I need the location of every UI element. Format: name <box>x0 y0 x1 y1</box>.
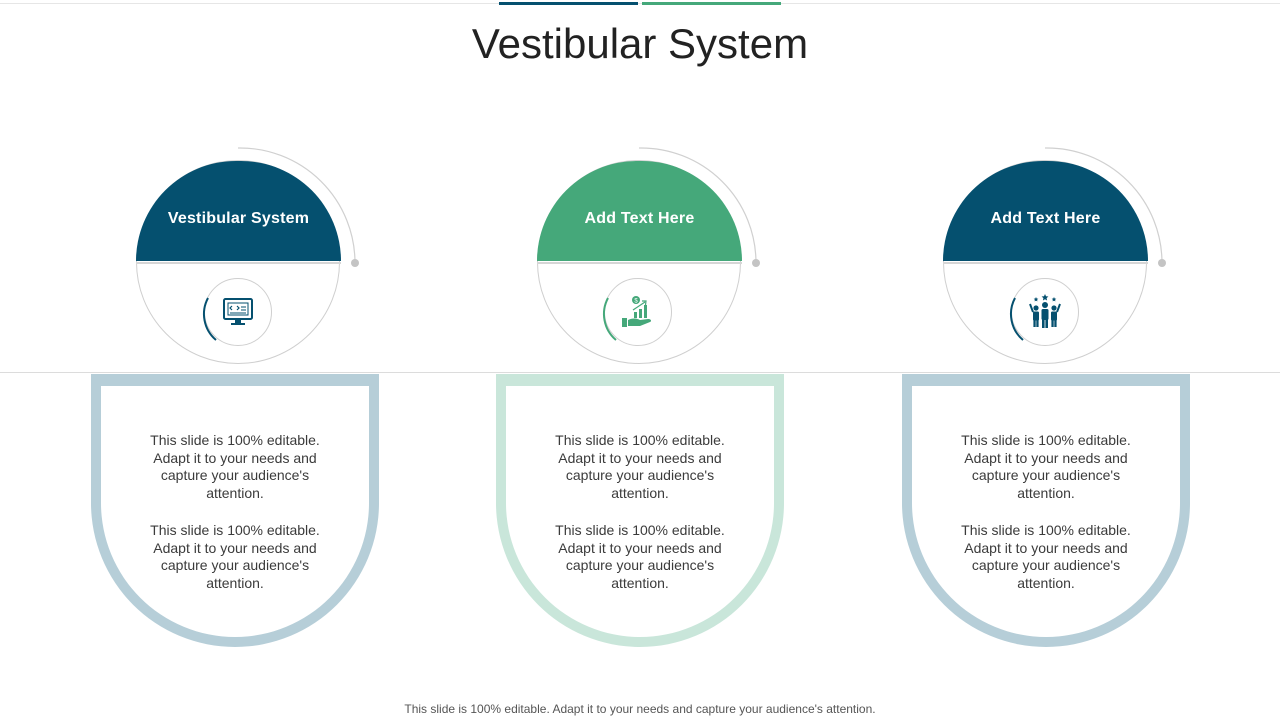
card-text-panel: This slide is 100% editable. Adapt it to… <box>91 374 379 647</box>
card-paragraph: This slide is 100% editable. Adapt it to… <box>555 522 725 591</box>
cap-divider <box>537 262 742 264</box>
card-text-panel: This slide is 100% editable. Adapt it to… <box>902 374 1190 647</box>
icon-badge <box>1011 278 1079 346</box>
card-text-panel: This slide is 100% editable. Adapt it to… <box>496 374 784 647</box>
team-stars-icon <box>1029 294 1061 328</box>
icon-arc <box>603 297 617 341</box>
card-paragraph: This slide is 100% editable. Adapt it to… <box>555 432 725 501</box>
footer-note: This slide is 100% editable. Adapt it to… <box>404 702 876 716</box>
card-paragraph: This slide is 100% editable. Adapt it to… <box>961 432 1131 501</box>
top-accent-bar-navy <box>499 2 638 5</box>
outer-arc <box>638 147 760 267</box>
icon-arc <box>203 297 217 341</box>
icon-badge: $ <box>604 278 672 346</box>
monitor-code-icon <box>223 298 253 325</box>
outer-arc <box>1044 147 1166 267</box>
card-paragraph: This slide is 100% editable. Adapt it to… <box>961 522 1131 591</box>
horizontal-divider <box>0 372 1280 373</box>
page-title: Vestibular System <box>471 20 809 67</box>
cap-divider <box>136 262 341 264</box>
icon-arc <box>1010 297 1024 341</box>
top-rule <box>0 3 1280 4</box>
card-paragraph: This slide is 100% editable. Adapt it to… <box>150 432 320 501</box>
hand-growth-chart-icon: $ <box>622 296 652 327</box>
svg-text:$: $ <box>634 299 638 305</box>
outer-arc <box>237 147 359 267</box>
cap-divider <box>943 262 1148 264</box>
card-paragraph: This slide is 100% editable. Adapt it to… <box>150 522 320 591</box>
top-accent-bar-green <box>642 2 781 5</box>
icon-badge <box>204 278 272 346</box>
